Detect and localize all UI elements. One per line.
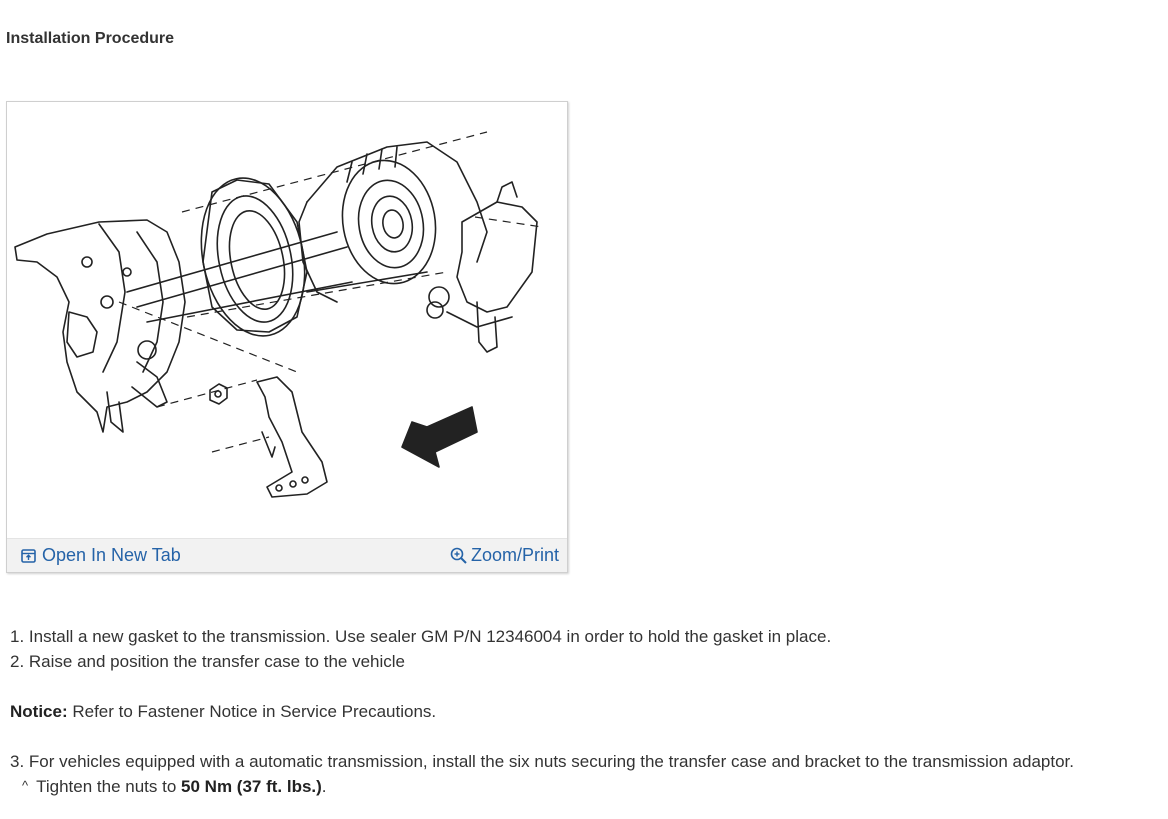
open-in-new-tab-link[interactable]: Open In New Tab bbox=[21, 545, 181, 566]
open-in-new-tab-icon bbox=[21, 548, 36, 563]
step-2: 2. Raise and position the transfer case … bbox=[10, 652, 406, 671]
torque-substep: ^ Tighten the nuts to 50 Nm (37 ft. lbs.)… bbox=[22, 774, 327, 800]
zoom-print-link[interactable]: Zoom/Print bbox=[450, 545, 559, 566]
notice-text: Refer to Fastener Notice in Service Prec… bbox=[67, 702, 437, 721]
substep-prefix: Tighten the nuts to bbox=[36, 777, 182, 796]
zoom-print-label: Zoom/Print bbox=[470, 545, 559, 565]
figure-container: Open In New Tab Zoom/Print bbox=[6, 101, 568, 573]
notice: Notice: Refer to Fastener Notice in Serv… bbox=[10, 699, 436, 724]
transfer-case-illustration bbox=[14, 131, 543, 498]
torque-spec: 50 Nm (37 ft. lbs.) bbox=[181, 777, 322, 796]
substep-suffix: . bbox=[321, 777, 327, 796]
page-title: Installation Procedure bbox=[6, 30, 175, 47]
step-3: 3. For vehicles equipped with a automati… bbox=[10, 752, 1074, 771]
steps-list: 1. Install a new gasket to the transmiss… bbox=[10, 624, 831, 674]
notice-label: Notice: bbox=[10, 702, 68, 721]
figure-toolbar: Open In New Tab Zoom/Print bbox=[7, 538, 567, 572]
zoom-in-icon bbox=[450, 547, 467, 564]
open-in-new-tab-label: Open In New Tab bbox=[42, 545, 181, 565]
caret-icon: ^ bbox=[22, 778, 29, 793]
step-1: 1. Install a new gasket to the transmiss… bbox=[10, 627, 832, 646]
